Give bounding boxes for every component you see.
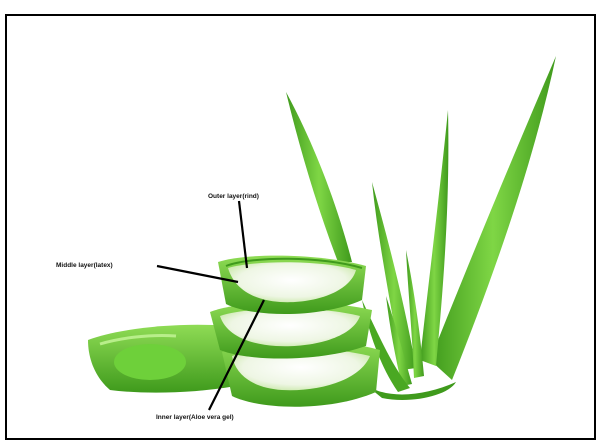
label-outer-layer: Outer layer(rind) [208, 193, 259, 200]
label-middle-layer: Middle layer(latex) [56, 262, 113, 269]
cut-leaf-piece [88, 325, 236, 393]
slice-top [218, 256, 366, 314]
label-inner-layer: Inner layer(Aloe vera gel) [156, 414, 234, 421]
